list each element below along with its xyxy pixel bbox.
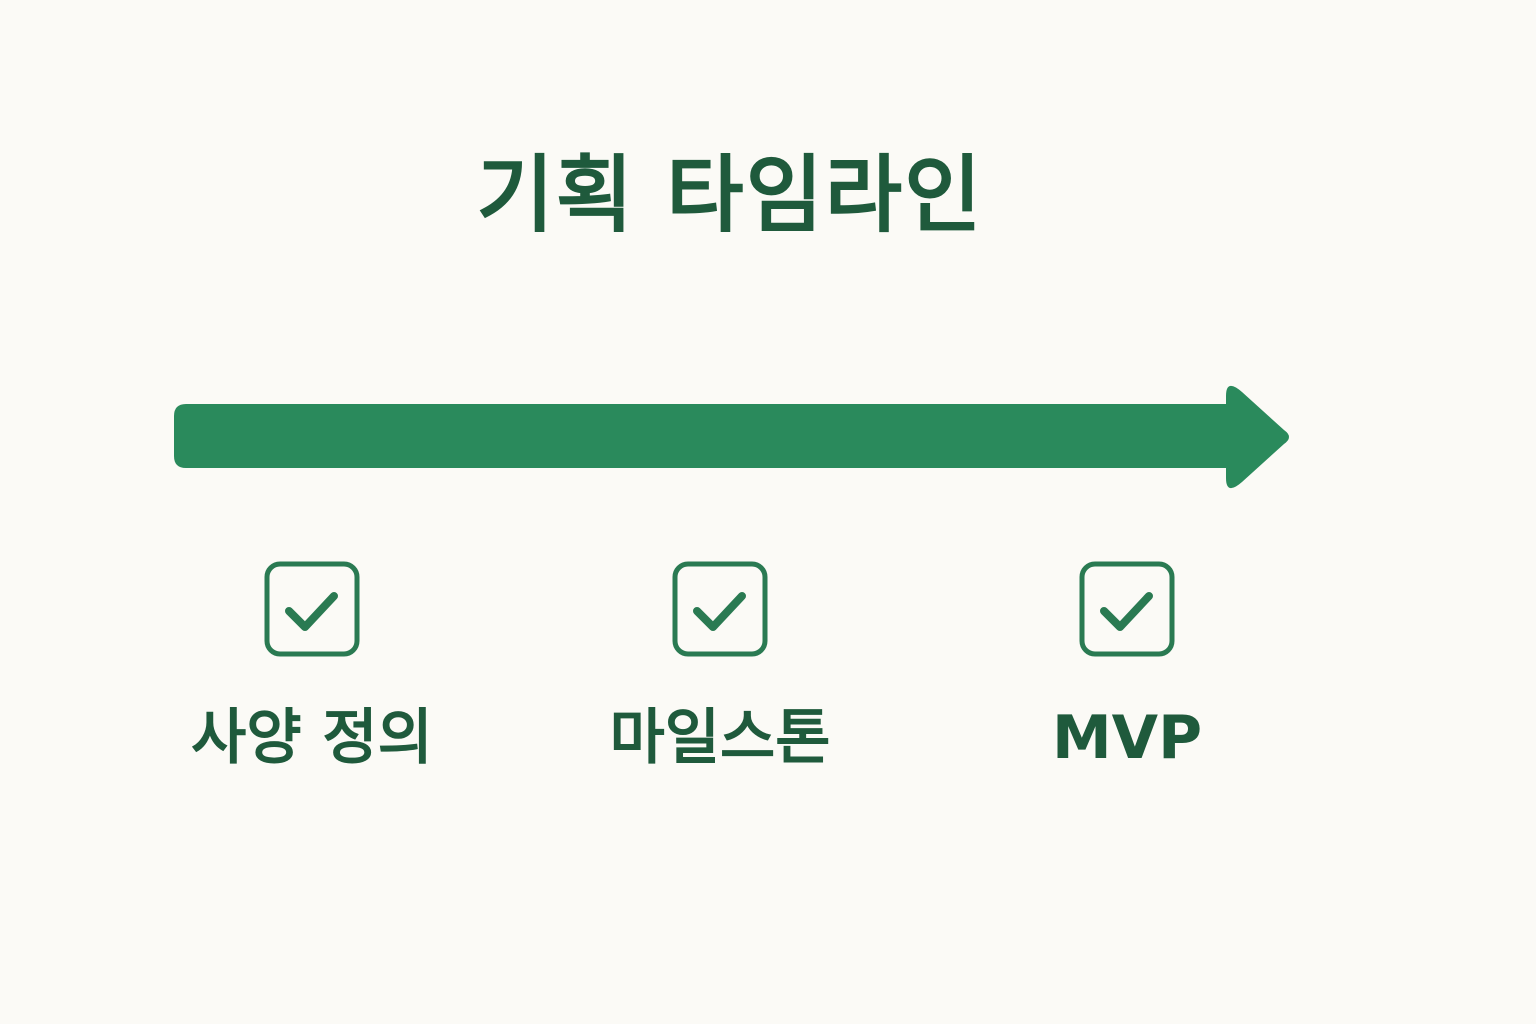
milestone-mvp: MVP: [977, 560, 1277, 776]
milestone-label: 마일스톤: [609, 703, 831, 773]
checkbox-checked-icon: [672, 561, 768, 657]
milestone-label: 사양 정의: [191, 703, 433, 773]
milestone-label: MVP: [1051, 703, 1203, 773]
timeline-arrow-shape: [174, 385, 1289, 489]
diagram-title: 기획 타임라인: [476, 146, 984, 244]
checkbox-checked-icon: [1079, 561, 1175, 657]
milestone-milestones: 마일스톤: [570, 560, 870, 776]
checkbox-checked-icon: [264, 561, 360, 657]
milestone-spec: 사양 정의: [162, 560, 462, 776]
